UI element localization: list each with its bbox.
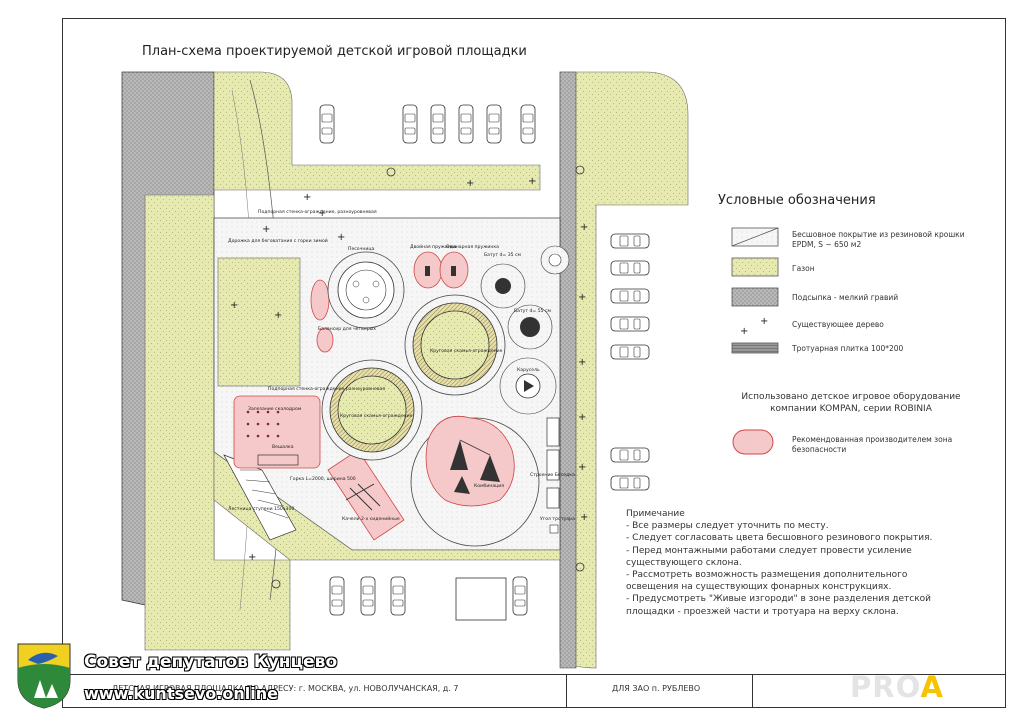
trampoline-55: [520, 317, 540, 337]
title-block-border: [62, 674, 1006, 675]
label-balance: Балансир для четверых: [318, 326, 376, 332]
title-block-client: ДЛЯ ЗАО п. РУБЛЕВО: [612, 684, 701, 693]
svg-text:+: +: [318, 208, 326, 219]
existing-trees: + + + + + + + + + + + + + + +: [230, 176, 588, 563]
svg-text:+: +: [303, 192, 311, 203]
note-line: существующего склона.: [626, 557, 742, 568]
label-slide: Горка L=2000, ширина 500: [290, 476, 356, 482]
svg-text:+: +: [578, 412, 586, 423]
title-block-address: ДЕТСКАЯ ИГРОВАЯ ПЛОЩАДКА ПО АДРЕСУ: г. М…: [112, 684, 459, 693]
note-line: - Все размеры следует уточнить по месту.: [626, 521, 829, 532]
lawn-top: [213, 71, 541, 191]
label-ski-track: Дорожка для беговатания с горки зимой: [228, 237, 328, 244]
svg-text:+: +: [230, 300, 238, 311]
legend-epdm: Бесшовное покрытие из резиновой крошки E…: [792, 230, 965, 249]
label-double-spring: Двойная пружинка: [410, 243, 457, 250]
watermark-org: Совет депутатов Кунцево: [84, 652, 338, 672]
note-line: - Следует согласовать цвета бесшовного р…: [626, 533, 933, 544]
trampoline-35: [495, 278, 511, 294]
swing: [345, 483, 381, 511]
legend-tile: Тротуарная плитка 100*200: [792, 344, 904, 353]
label-combination: Комбинация: [474, 483, 504, 489]
waste-container: [455, 577, 507, 621]
proa-logo: PROA: [850, 670, 944, 704]
label-cottage: Строение Беседка: [530, 472, 575, 478]
legend-tree: Существующее дерево: [792, 320, 884, 329]
svg-text:+: +: [248, 552, 256, 563]
combination-play-structure: [450, 439, 500, 494]
label-swing: Качели 2-х сиденийные: [342, 515, 400, 522]
label-sandbox: Песочница: [348, 246, 374, 252]
label-circle-left: Круговая скамья-ограждение: [340, 413, 413, 419]
notes-heading: Примечание: [626, 509, 685, 519]
equipment-note: Использовано детское игровое оборудовани…: [741, 392, 961, 414]
svg-text:+: +: [578, 357, 586, 368]
drawing-frame: [62, 18, 1006, 708]
note-line: освещения на существующих фонарных конст…: [626, 582, 892, 593]
svg-text:+: +: [466, 178, 474, 189]
svg-text:+: +: [578, 462, 586, 473]
label-trampoline-55: Батут d= 55 см: [514, 308, 552, 314]
double-spring: [425, 266, 430, 276]
label-stairs: Лестница ступени 150x300: [228, 506, 294, 512]
legend-gravel: Подсыпка - мелкий гравий: [792, 293, 899, 302]
svg-text:+: +: [262, 224, 270, 235]
svg-text:+: +: [337, 232, 345, 243]
label-fence-top: Подпорная стенка-ограждение, разноуровне…: [258, 209, 377, 215]
climbing-dots: [246, 410, 280, 438]
label-carousel: Карусель: [517, 367, 540, 373]
label-fence-left: Подпорная стенка-ограждение разноуровнев…: [268, 386, 385, 392]
label-circle-right: Круговая скамья-ограждение: [430, 348, 503, 354]
single-spring: [451, 266, 456, 276]
svg-text:+: +: [580, 512, 588, 523]
lawn-inner: [217, 257, 301, 387]
note-line: - Предусмотреть "Живые изгороди" в зоне …: [626, 594, 932, 605]
svg-text:+: +: [528, 176, 536, 187]
note-line: площадки - проезжей части и тротуара на …: [626, 606, 899, 617]
label-climbing: Залезание скалодром: [248, 406, 302, 412]
watermark-site: www.kuntsevo.online: [84, 684, 278, 703]
legend-lawn: Газон: [792, 264, 815, 273]
svg-text:+: +: [740, 326, 748, 337]
svg-text:+: +: [274, 310, 282, 321]
notes: Примечание - Все размеры следует уточнит…: [626, 508, 978, 618]
note-line: - Рассмотреть возможность размещения доп…: [626, 570, 908, 581]
label-single-spring: Одинарная пружинка: [446, 244, 499, 250]
note-line: - Перед монтажными работами следует пров…: [626, 545, 912, 556]
svg-text:+: +: [580, 222, 588, 233]
svg-text:+: +: [578, 292, 586, 303]
label-trampoline-35: Батут d= 35 см: [484, 252, 522, 258]
kuntsevo-crest-icon: [17, 643, 71, 709]
legend-safety-zone: Рекомендованная производителем зона безо…: [792, 435, 953, 454]
legend-title: Условные обозначения: [718, 193, 876, 208]
svg-text:+: +: [760, 316, 768, 327]
page-title: План-схема проектируемой детской игровой…: [142, 44, 527, 59]
label-path: Угол тротуара: [540, 516, 575, 522]
label-bars: Вешалка: [272, 444, 294, 450]
